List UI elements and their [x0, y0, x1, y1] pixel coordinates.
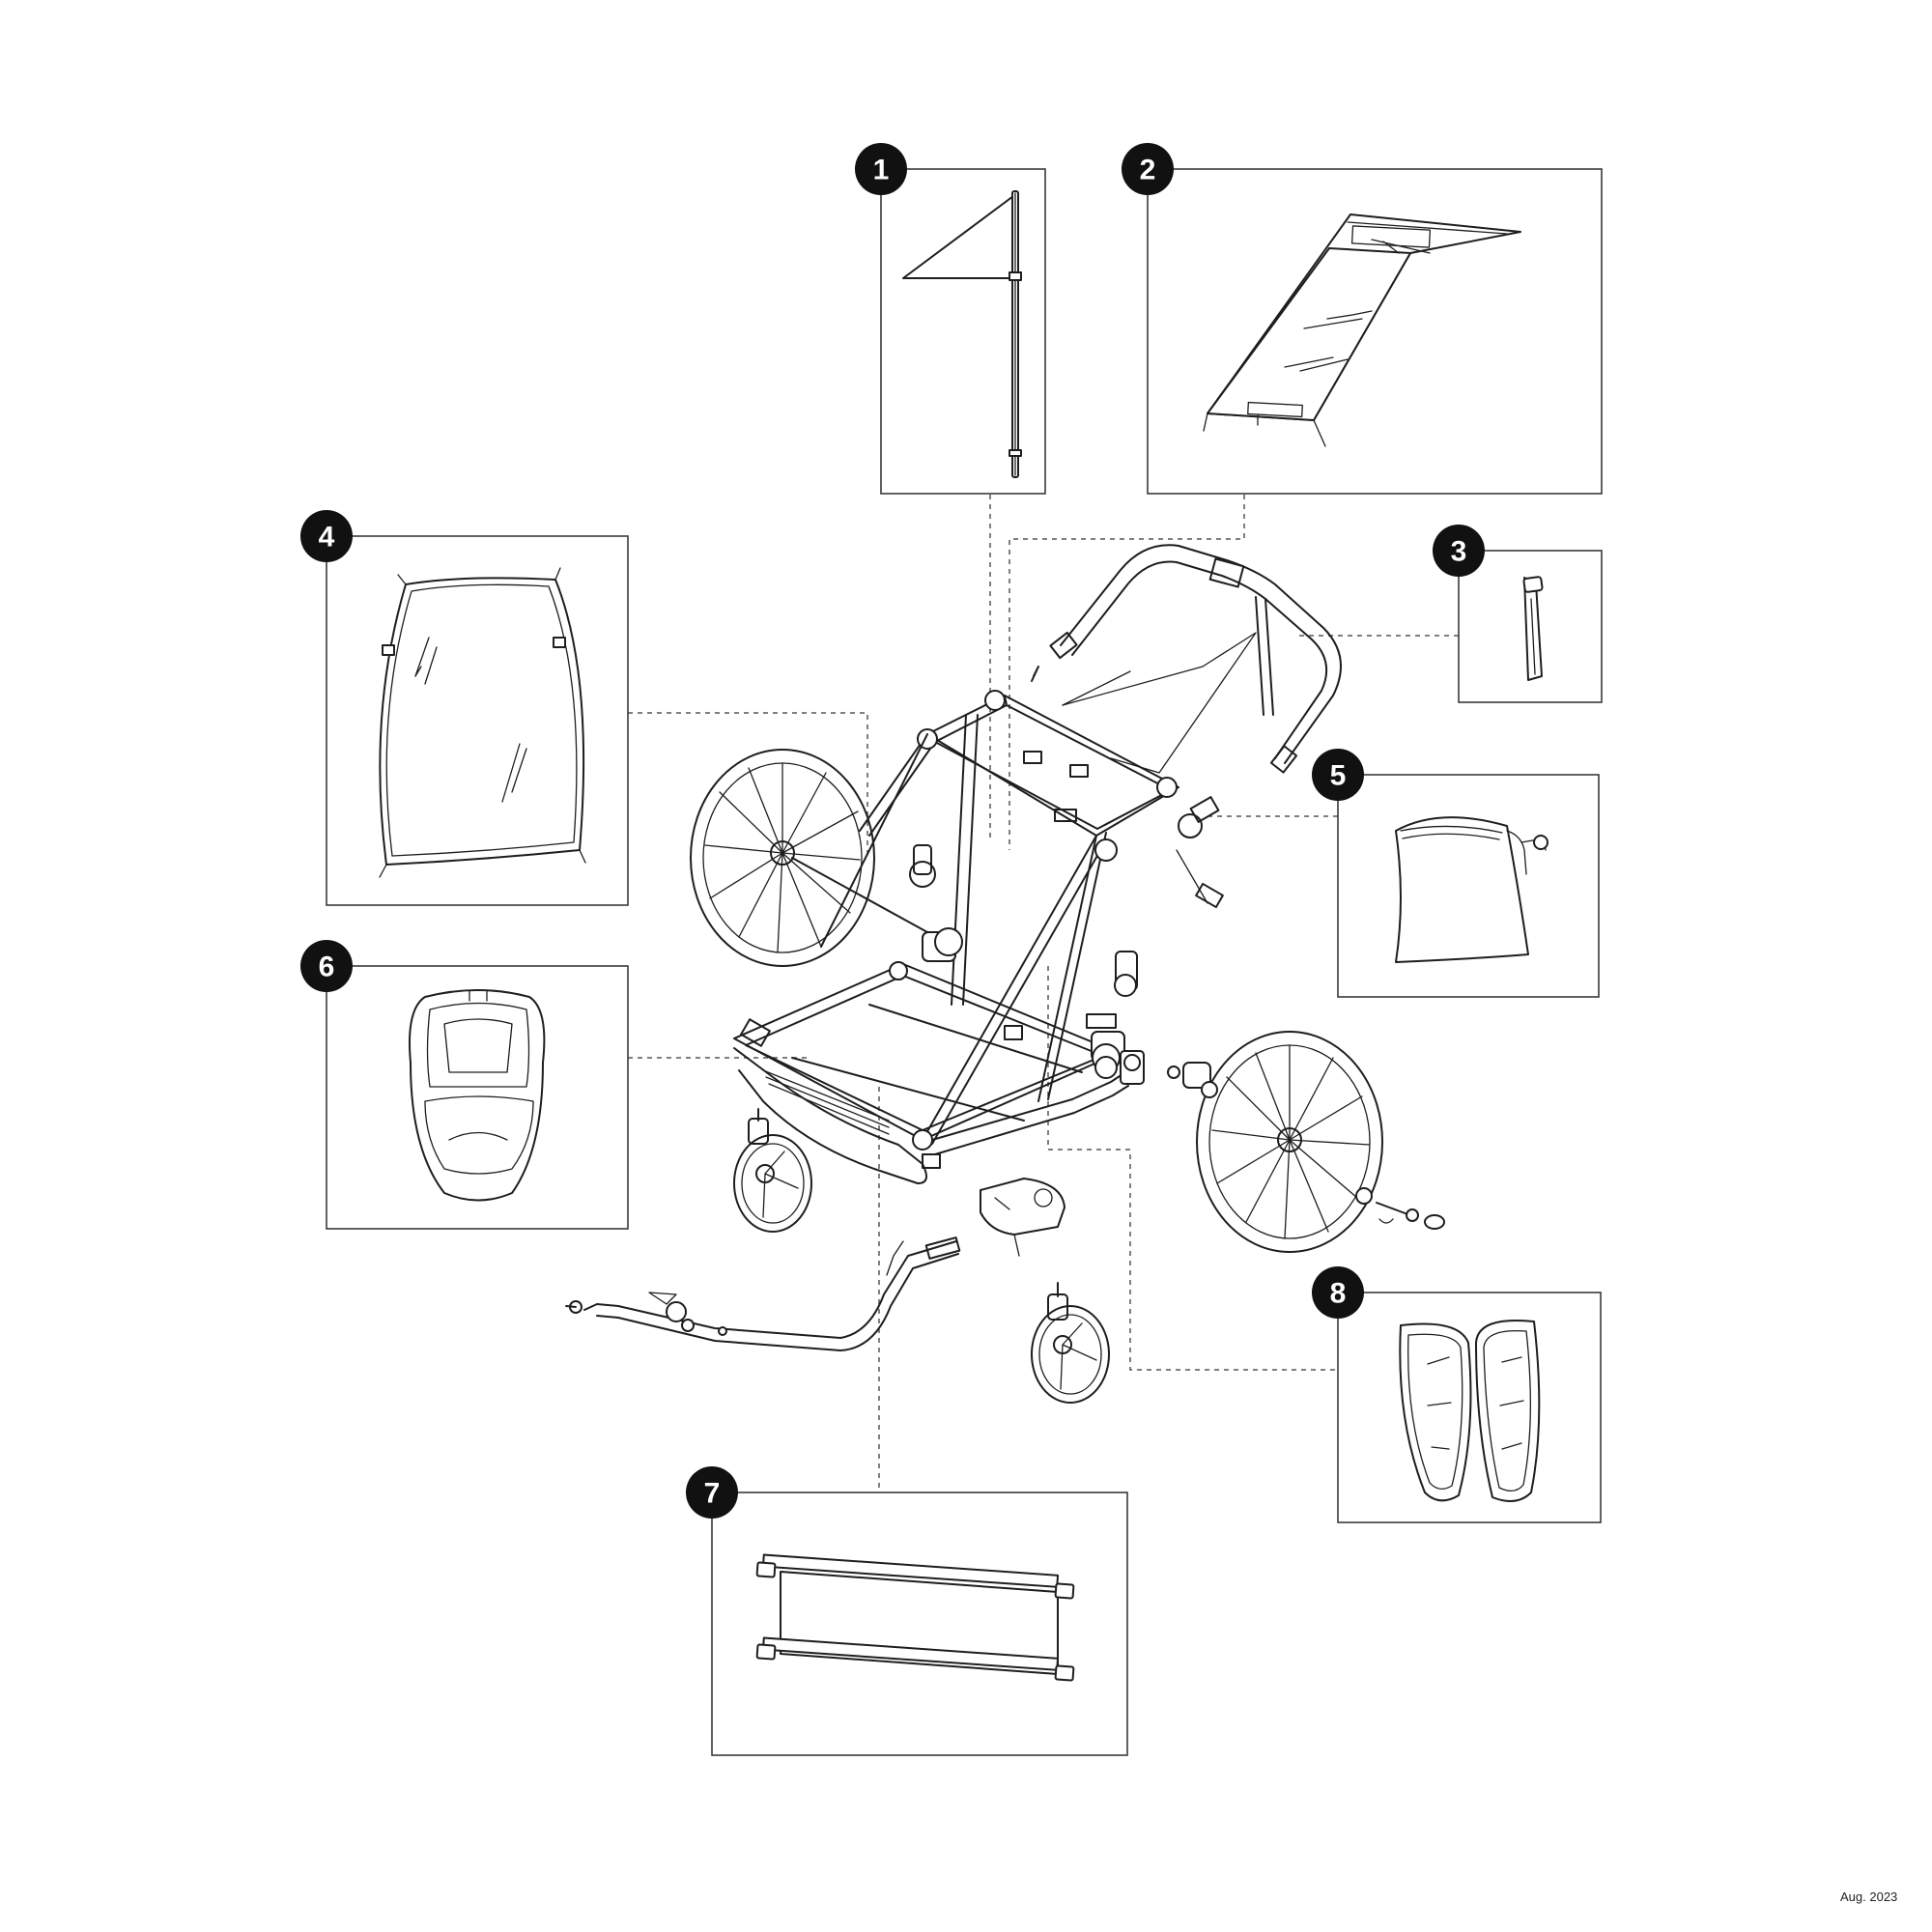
svg-text:1: 1	[873, 155, 890, 186]
sun-shade-canopy-icon	[1203, 213, 1521, 447]
safety-flag-icon	[902, 190, 1022, 478]
revision-date: Aug. 2023	[1840, 1889, 1898, 1904]
part-panel-5	[1337, 774, 1600, 998]
part-panel-6	[326, 965, 629, 1230]
callout-1: 1	[855, 143, 907, 195]
wrist-strap-icon	[1522, 576, 1544, 681]
seat-padding-icon	[409, 989, 546, 1202]
rain-cover-icon	[379, 567, 586, 878]
front-wheel-left	[733, 1108, 812, 1233]
front-wheel-right	[1031, 1282, 1110, 1404]
lower-frame	[733, 927, 1125, 1151]
svg-text:5: 5	[1330, 760, 1347, 792]
svg-text:6: 6	[319, 952, 335, 983]
handlebar	[1049, 544, 1342, 774]
front-bumper	[733, 1018, 941, 1184]
stroller-chassis-drawing	[565, 544, 1445, 1404]
side-pads-icon	[1399, 1320, 1541, 1502]
leader-lines	[628, 495, 1459, 1488]
rear-wheel-right	[1196, 1031, 1383, 1253]
svg-text:8: 8	[1330, 1278, 1347, 1310]
axle-hub-parts	[1167, 1062, 1445, 1230]
svg-text:7: 7	[704, 1478, 721, 1510]
front-wheel-holder	[980, 1178, 1065, 1257]
part-panel-8	[1337, 1292, 1602, 1523]
callout-6: 6	[300, 940, 353, 992]
callout-5: 5	[1312, 749, 1364, 801]
part-panel-7	[711, 1492, 1128, 1756]
part-panel-4	[326, 535, 629, 906]
callout-3: 3	[1433, 525, 1485, 577]
part-panel-1	[880, 168, 1046, 495]
rear-wheel-left	[690, 749, 928, 967]
cargo-net-icon	[755, 1553, 1075, 1682]
svg-text:4: 4	[319, 522, 335, 554]
part-panel-3	[1458, 550, 1603, 703]
callout-8: 8	[1312, 1266, 1364, 1319]
svg-text:2: 2	[1140, 155, 1156, 186]
callout-7: 7	[686, 1466, 738, 1519]
hitch-arm	[565, 1236, 961, 1351]
storage-bag-icon	[1395, 816, 1548, 963]
callout-4: 4	[300, 510, 353, 562]
part-panel-2	[1147, 168, 1603, 495]
svg-text:3: 3	[1451, 536, 1467, 568]
callout-2: 2	[1122, 143, 1174, 195]
